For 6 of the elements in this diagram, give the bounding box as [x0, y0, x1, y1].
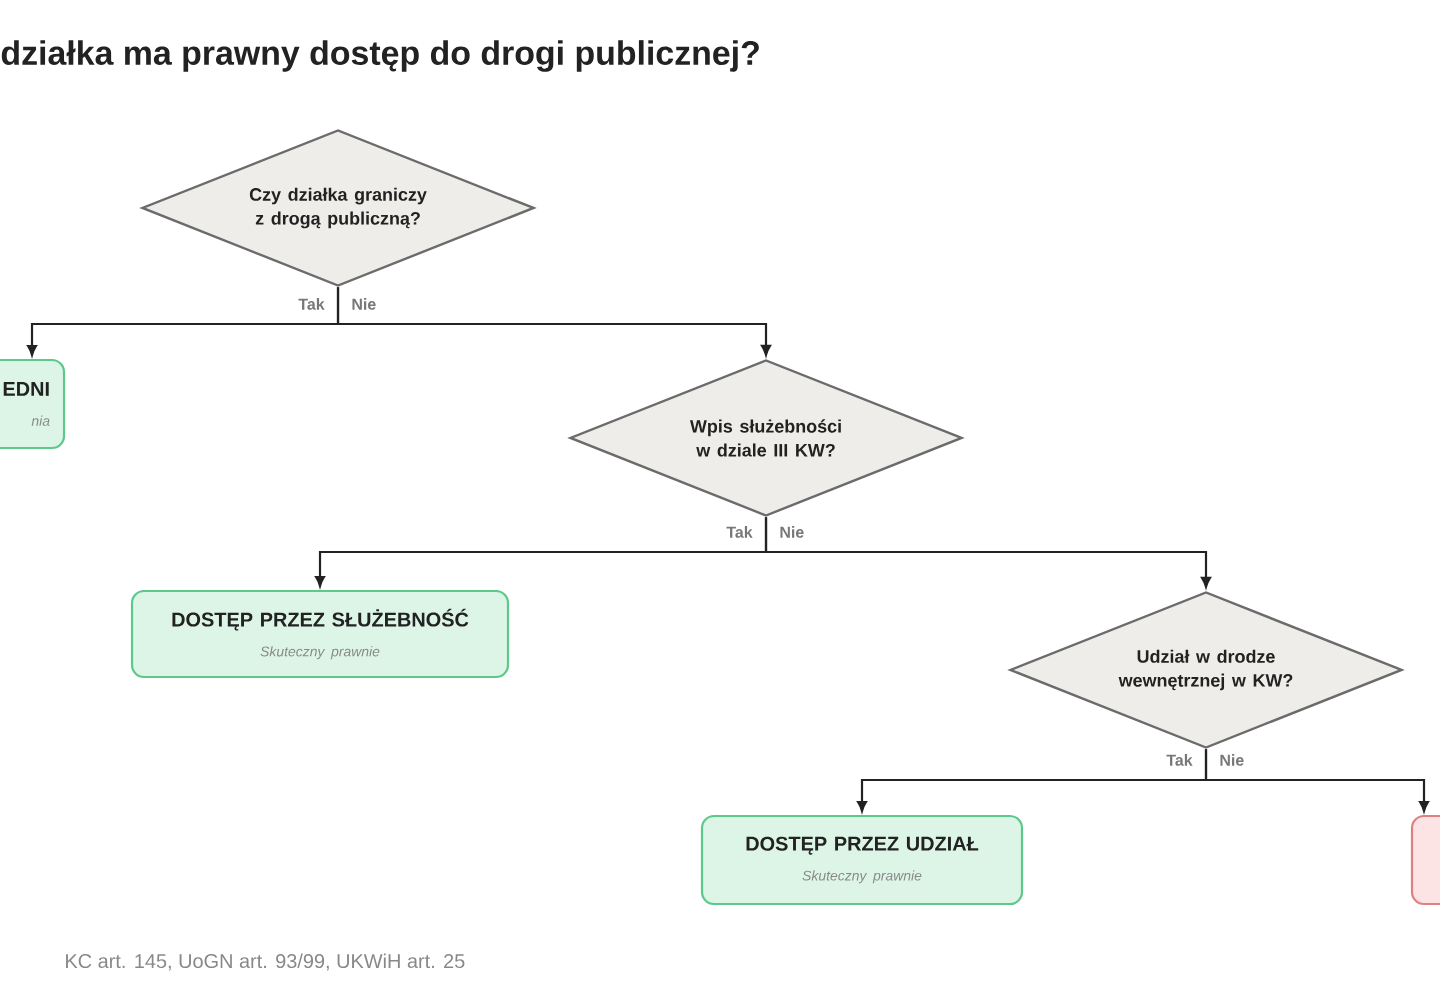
- source-note: KC art. 145, UoGN art. 93/99, UKWiH art. 25: [66, 953, 465, 971]
- title: działka ma prawny dostęp do drogi publicznej?: [1, 40, 759, 72]
- arrow: [764, 517, 1212, 588]
- arrow: [336, 287, 772, 356]
- arrow: [1204, 749, 1430, 812]
- result-box: [1410, 814, 1440, 906]
